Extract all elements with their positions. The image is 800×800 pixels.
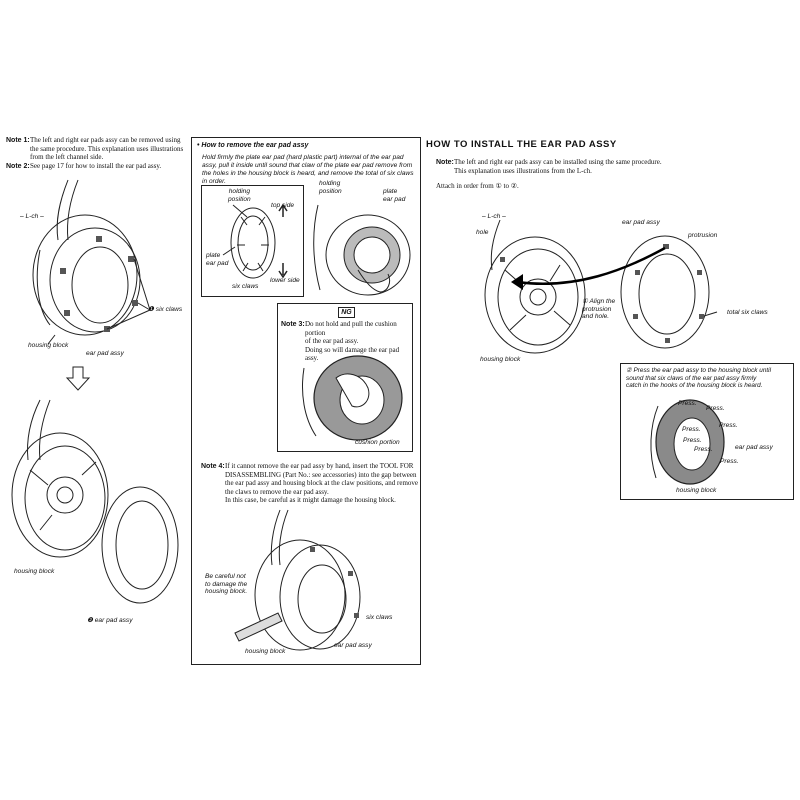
ear-pad-assy-label-right: ear pad assy [622,219,660,226]
six-claws-text: six claws [155,306,183,313]
plate-ear-pad-box [201,185,304,297]
ear-pad-assy-text: ear pad assy [94,617,133,624]
install-earpad-illustration [620,235,718,349]
note-4-line: In this case, be careful as it might dam… [225,496,396,505]
press-step-line: catch in the hooks of the housing block … [626,382,763,390]
housing-block-label-1: housing block [28,342,69,349]
headphone-illustration-2 [11,399,179,604]
total-six-claws-label: total six claws [727,309,768,316]
press-label-3: Press. [719,422,738,429]
ear-pad-assy-label-1: ear pad assy [86,350,124,357]
remove-title: • How to remove the ear pad assy [197,142,309,149]
housing-block-label-b: housing block [245,648,286,655]
holding-position-label-b: holding position [319,180,342,195]
note-4-line: DISASSEMBLING (Part No.: see accessories… [225,470,417,479]
housing-block-label-2: housing block [14,568,55,575]
step-2-badge: ❷ [87,617,93,624]
note-1-line: The left and right ear pads assy can be … [30,136,181,144]
note-4-line: the claws to remove the ear pad assy. [225,487,329,496]
remove-intro-line: the holes in the housing block is heard,… [202,170,414,177]
press-step-text: ② Press the ear pad assy to the housing … [626,367,792,390]
plate-ear-pad-illustration [222,203,288,279]
down-arrow-icon [65,366,91,391]
housing-block-label-right: housing block [480,356,521,363]
note-1-line: from the left channel side. [30,153,104,162]
note-4-line: If it cannot remove the ear pad assy by … [225,462,414,470]
six-claws-label-b: six claws [366,614,393,621]
note-3: Note 3: Do not hold and pull the cushion… [281,320,411,362]
remove-procedure-box [191,137,421,665]
lower-side-label: lower side [270,277,300,284]
press-label-7: Press. [720,458,739,465]
note-1: Note 1: The left and right ear pads assy… [6,136,191,161]
cushion-pull-illustration [302,355,403,441]
holding-position-label-a: holding position [228,188,251,203]
install-note-tag: Note: [436,159,454,166]
housing-block-label-press: housing block [676,487,717,494]
press-label-6: Press. [694,446,713,453]
press-step-line: sound that six claws of the ear pad assy… [626,374,757,382]
plate-ear-pad-label-a: plate ear pad [206,252,229,267]
ear-pad-assy-label-press: ear pad assy [735,444,773,451]
headphone-illustration-1 [32,179,151,345]
install-note-line: This explanation uses illustrations from… [454,166,592,175]
tool-disassembly-illustration [234,509,361,651]
press-step-box [620,363,794,500]
cushion-portion-label: cushion portion [355,439,400,446]
note-2-tag: Note 2: [6,163,30,170]
note-3-line: Do not hold and pull the cushion portion [305,320,397,337]
note-3-box [277,303,413,452]
press-illustration [650,399,725,485]
plate-ear-pad-label-b: plate ear pad [383,188,406,203]
note-2: Note 2: See page 17 for how to install t… [6,162,191,172]
be-careful-label: Be careful not to damage the housing blo… [205,573,248,595]
attach-order: Attach in order from ① to ②. [436,182,519,190]
install-housing-illustration [484,219,586,354]
press-step-line: ② Press the ear pad assy to the housing … [626,367,771,374]
remove-intro-line: in order. [202,178,226,185]
note-4-tag: Note 4: [201,463,225,470]
note-4: Note 4: If it cannot remove the ear pad … [201,462,419,504]
press-label-2: Press. [706,405,725,412]
align-step-label: ① Align the protrusion and hole. [582,298,616,320]
step-1-badge: ❶ [148,306,154,313]
six-claws-label-a: six claws [232,283,259,290]
lch-label-right: – L-ch – [482,213,506,220]
protrusion-label: protrusion [688,232,718,239]
remove-intro-line: Hold firmly the plate ear pad (hard plas… [202,154,404,161]
note-4-line: the ear pad assy and housing block at th… [225,479,419,488]
six-claws-label-1: ❶ six claws [148,306,182,314]
press-label-4: Press. [682,426,701,433]
remove-intro: Hold firmly the plate ear pad (hard plas… [202,154,417,186]
note-3-line: Doing so will damage the ear pad assy. [305,345,400,363]
hole-label: hole [476,229,489,236]
remove-intro-line: assy, pull it inside until sound that cl… [202,162,413,169]
install-title: HOW TO INSTALL THE EAR PAD ASSY [426,139,617,150]
press-label-1: Press. [678,400,697,407]
note-3-line: of the ear pad assy. [305,337,359,346]
note-3-tag: Note 3: [281,321,305,328]
note-1-line: the same procedure. This explanation use… [30,144,184,153]
top-side-label: top side [271,202,295,209]
ng-badge: NG [338,307,355,318]
note-2-text: See page 17 for how to install the ear p… [30,162,162,170]
ear-pad-assy-label-b: ear pad assy [334,642,372,649]
ear-pad-assy-label-2: ❷ ear pad assy [87,617,133,625]
lch-label: – L-ch – [20,213,44,220]
align-arrow-icon [511,246,666,290]
press-label-5: Press. [683,437,702,444]
install-note-line: The left and right ear pads assy can be … [454,158,662,166]
note-1-tag: Note 1: [6,137,30,144]
hand-holding-illustration [313,204,411,296]
install-note: Note: The left and right ear pads assy c… [436,158,776,175]
